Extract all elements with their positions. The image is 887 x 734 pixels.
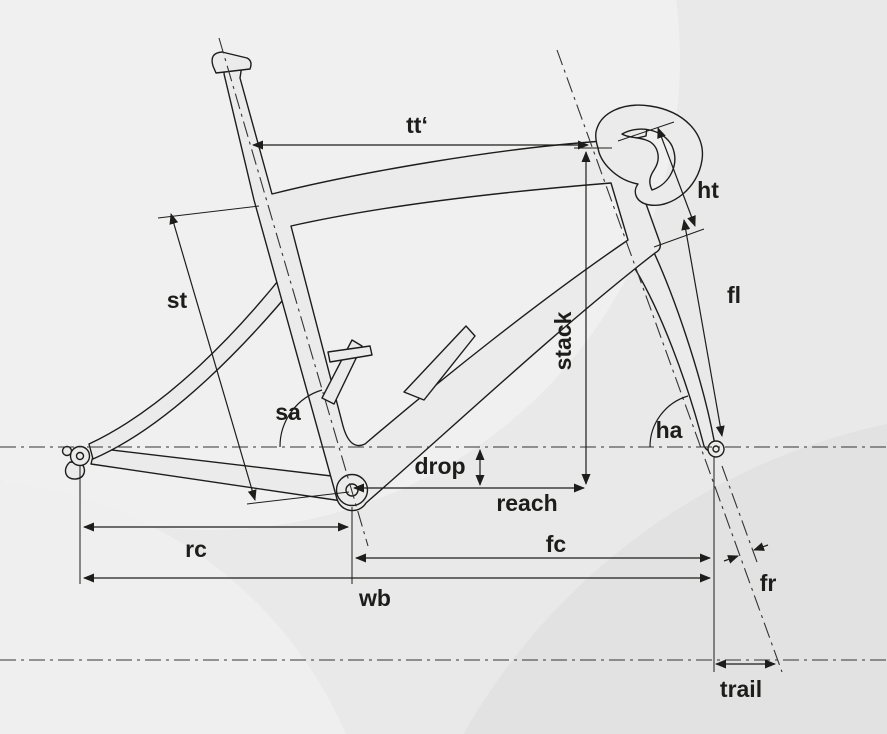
label-drop: drop <box>414 453 465 479</box>
dim-fork-rake-left <box>723 555 739 564</box>
label-wheelbase: wb <box>358 585 391 611</box>
bottle-cage-downtube <box>403 325 476 401</box>
steering-axis <box>556 49 783 673</box>
label-stack: stack <box>550 311 576 370</box>
dim-seat-angle-arc <box>279 389 323 448</box>
label-front-center: fc <box>546 531 567 557</box>
dim-head-tube <box>657 127 696 227</box>
construction-axes <box>0 37 887 673</box>
dim-head-angle-arc <box>649 395 689 448</box>
rear-axle <box>75 451 85 461</box>
label-head-angle: ha <box>656 417 683 443</box>
dim-seat-tube <box>169 213 257 501</box>
front-dropout <box>707 440 725 458</box>
st-extension-bottom <box>246 491 350 505</box>
label-fork-length: fl <box>727 282 741 308</box>
background-blob-bottomleft <box>0 482 346 734</box>
rear-dropout <box>69 445 91 467</box>
label-seat-angle: sa <box>275 399 301 425</box>
seatpost-clamp <box>211 51 252 74</box>
front-axle <box>712 445 720 453</box>
ht-extension-top <box>617 121 675 142</box>
dimension-labels: tt‘ ht fl st stack sa ha drop reach rc f… <box>167 112 777 702</box>
bottle-cage-seattube-arm <box>327 345 373 363</box>
label-seat-tube: st <box>167 287 188 313</box>
extension-lines <box>79 121 715 672</box>
fork-offset-axis <box>721 465 758 563</box>
label-rear-center: rc <box>185 536 207 562</box>
dim-fork-rake-right <box>753 542 769 551</box>
seat-tube-axis <box>218 37 369 547</box>
label-trail: trail <box>720 676 762 702</box>
dimension-lines <box>83 127 776 669</box>
label-top-tube: tt‘ <box>406 112 428 138</box>
label-reach: reach <box>496 490 557 516</box>
label-head-tube: ht <box>697 177 719 203</box>
dim-fork-length <box>681 219 725 437</box>
label-fork-rake: fr <box>760 570 777 596</box>
